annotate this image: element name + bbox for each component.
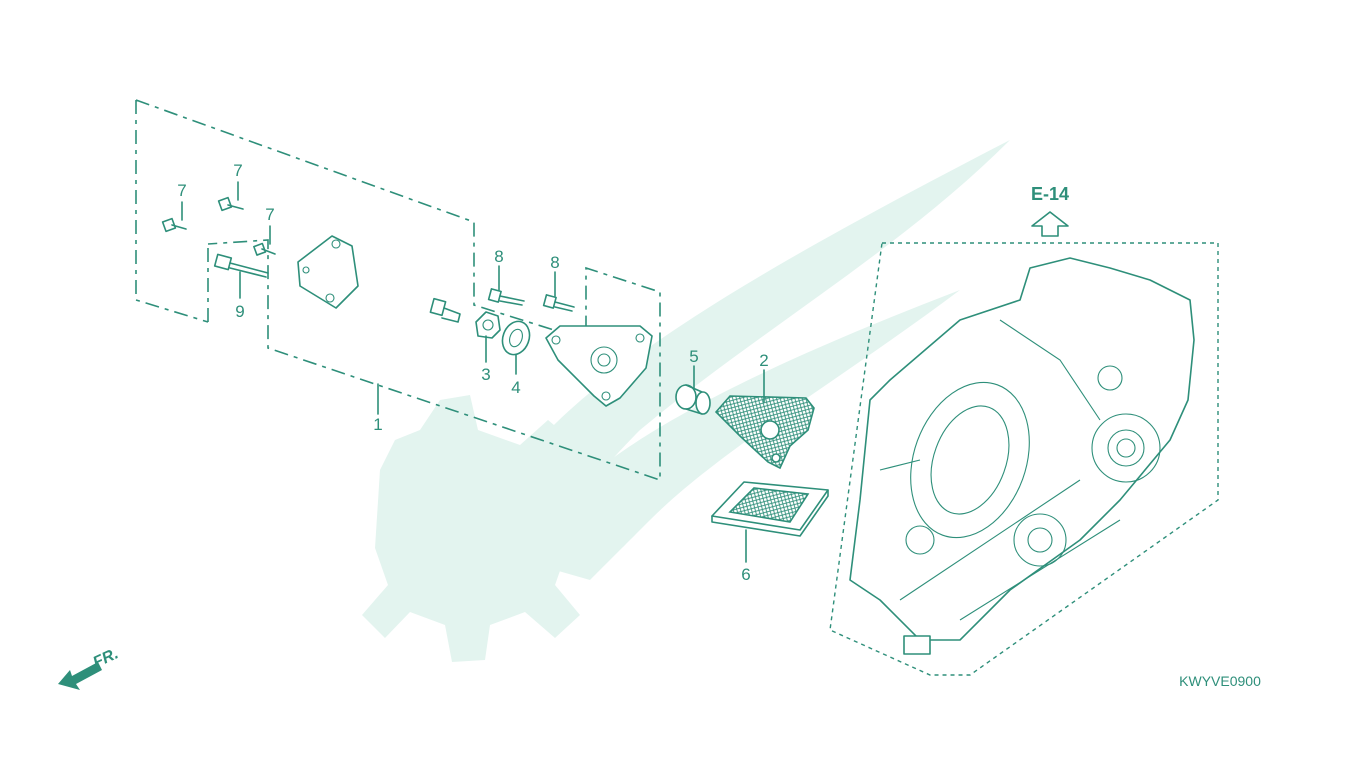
front-arrow-icon bbox=[58, 662, 102, 690]
crankcase-frame bbox=[829, 242, 1219, 676]
callout-9: 9 bbox=[235, 302, 244, 321]
front-direction-label: FR. bbox=[91, 645, 122, 671]
assembly-1-outline bbox=[135, 99, 661, 482]
bolt-8a bbox=[487, 288, 525, 306]
pump-cover bbox=[297, 235, 359, 309]
outer-rotor bbox=[501, 320, 531, 356]
callout-7a: 7 bbox=[177, 181, 186, 200]
callout-3: 3 bbox=[481, 365, 490, 384]
callout-8b: 8 bbox=[550, 253, 559, 272]
callout-2: 2 bbox=[759, 351, 768, 370]
pump-shaft bbox=[429, 297, 461, 323]
bolt-9 bbox=[213, 253, 269, 278]
bolt-7b bbox=[217, 196, 244, 212]
reference-arrow bbox=[1031, 211, 1069, 237]
callout-4: 4 bbox=[511, 378, 520, 397]
callout-7c: 7 bbox=[265, 205, 274, 224]
callout-6: 6 bbox=[741, 565, 750, 584]
pump-body bbox=[545, 325, 653, 407]
callout-7b: 7 bbox=[233, 161, 242, 180]
figure-code: KWYVE0900 bbox=[1179, 673, 1261, 689]
bolt-7c bbox=[253, 242, 276, 256]
bolt-8b bbox=[542, 294, 575, 312]
collar-5 bbox=[675, 384, 711, 415]
callout-5: 5 bbox=[689, 347, 698, 366]
reference-label[interactable]: E-14 bbox=[1031, 184, 1069, 204]
bolt-7a bbox=[161, 217, 187, 233]
callout-1: 1 bbox=[373, 415, 382, 434]
oil-strainer bbox=[711, 481, 829, 537]
leader-lines bbox=[181, 181, 765, 563]
callout-8a: 8 bbox=[494, 247, 503, 266]
crankcase bbox=[849, 257, 1195, 655]
watermark-logo bbox=[362, 140, 1010, 662]
inner-rotor bbox=[475, 311, 501, 339]
